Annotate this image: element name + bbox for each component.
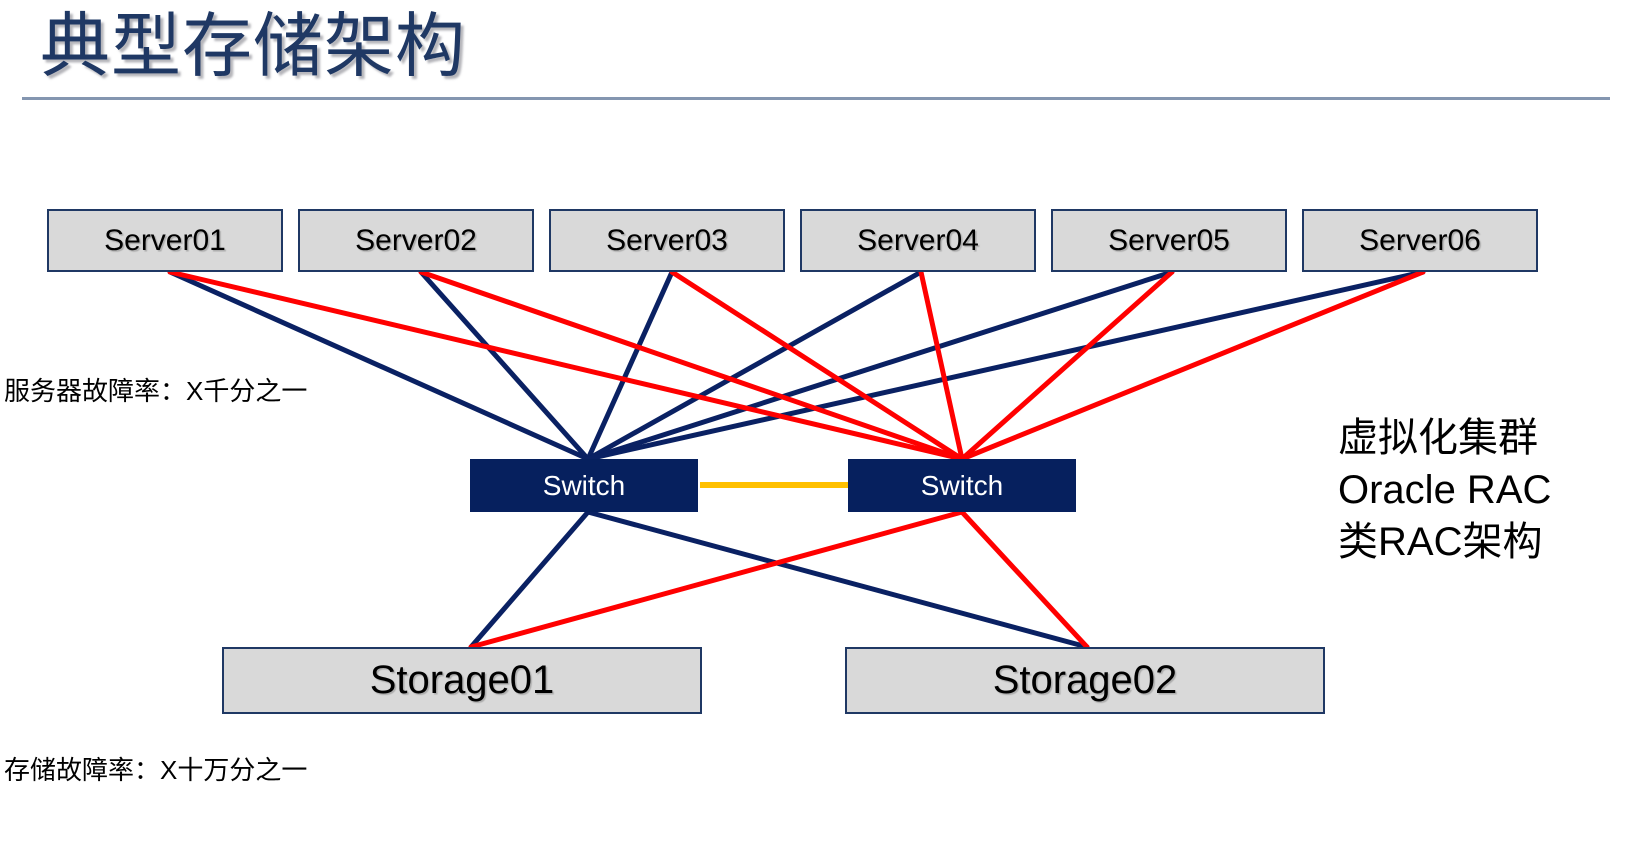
link-server-4-to-switch-left — [585, 269, 924, 462]
link-server-1-to-switch-left — [167, 269, 591, 462]
node-server-05[interactable]: Server05 — [1051, 209, 1287, 272]
node-storage-01[interactable]: Storage01 — [222, 647, 702, 714]
link-server-2-to-switch-right — [418, 269, 965, 462]
server-failure-rate-note: 服务器故障率：X千分之一 — [4, 376, 308, 406]
cluster-note-line-1: 虚拟化集群 — [1338, 416, 1538, 460]
node-label: Server02 — [355, 223, 477, 257]
node-switch-left[interactable]: Switch — [470, 459, 698, 512]
link-server-1-to-switch-right — [167, 269, 965, 462]
node-label: Storage02 — [992, 658, 1178, 702]
node-label: Storage01 — [369, 658, 555, 702]
link-server-4-to-switch-right — [918, 269, 965, 462]
node-server-01[interactable]: Server01 — [47, 209, 283, 272]
node-label: Switch — [920, 469, 1004, 501]
node-label: Switch — [542, 469, 626, 501]
link-switch-right-to-storage-01 — [468, 509, 965, 650]
node-server-04[interactable]: Server04 — [800, 209, 1036, 272]
node-label: Server03 — [606, 223, 728, 257]
node-label: Server06 — [1359, 223, 1481, 257]
link-server-6-to-switch-left — [585, 269, 1426, 462]
node-storage-02[interactable]: Storage02 — [845, 647, 1325, 714]
link-switch-left-to-storage-01 — [468, 509, 591, 650]
node-server-06[interactable]: Server06 — [1302, 209, 1538, 272]
page-title: 典型存储架构 — [40, 7, 466, 85]
node-switch-right[interactable]: Switch — [848, 459, 1076, 512]
server-to-switch-b-links — [167, 269, 1426, 462]
node-label: Server05 — [1108, 223, 1230, 257]
title-divider — [22, 97, 1610, 100]
switch-to-storage-links — [468, 509, 1090, 650]
node-label: Server01 — [104, 223, 226, 257]
link-switch-left-to-storage-02 — [585, 509, 1090, 650]
link-server-5-to-switch-left — [585, 269, 1175, 462]
link-server-3-to-switch-left — [585, 269, 675, 462]
link-switch-right-to-storage-02 — [959, 509, 1090, 650]
link-server-2-to-switch-left — [418, 269, 591, 462]
storage-failure-rate-note: 存储故障率：X十万分之一 — [4, 755, 308, 785]
link-server-5-to-switch-right — [959, 269, 1175, 462]
node-label: Server04 — [857, 223, 979, 257]
cluster-note-line-2: Oracle RAC — [1338, 468, 1552, 512]
link-server-3-to-switch-right — [669, 269, 965, 462]
cluster-note-line-3: 类RAC架构 — [1338, 520, 1543, 564]
node-server-02[interactable]: Server02 — [298, 209, 534, 272]
node-server-03[interactable]: Server03 — [549, 209, 785, 272]
server-to-switch-a-links — [167, 269, 1426, 462]
cluster-architecture-note: 虚拟化集群 Oracle RAC 类RAC架构 — [1338, 412, 1551, 568]
